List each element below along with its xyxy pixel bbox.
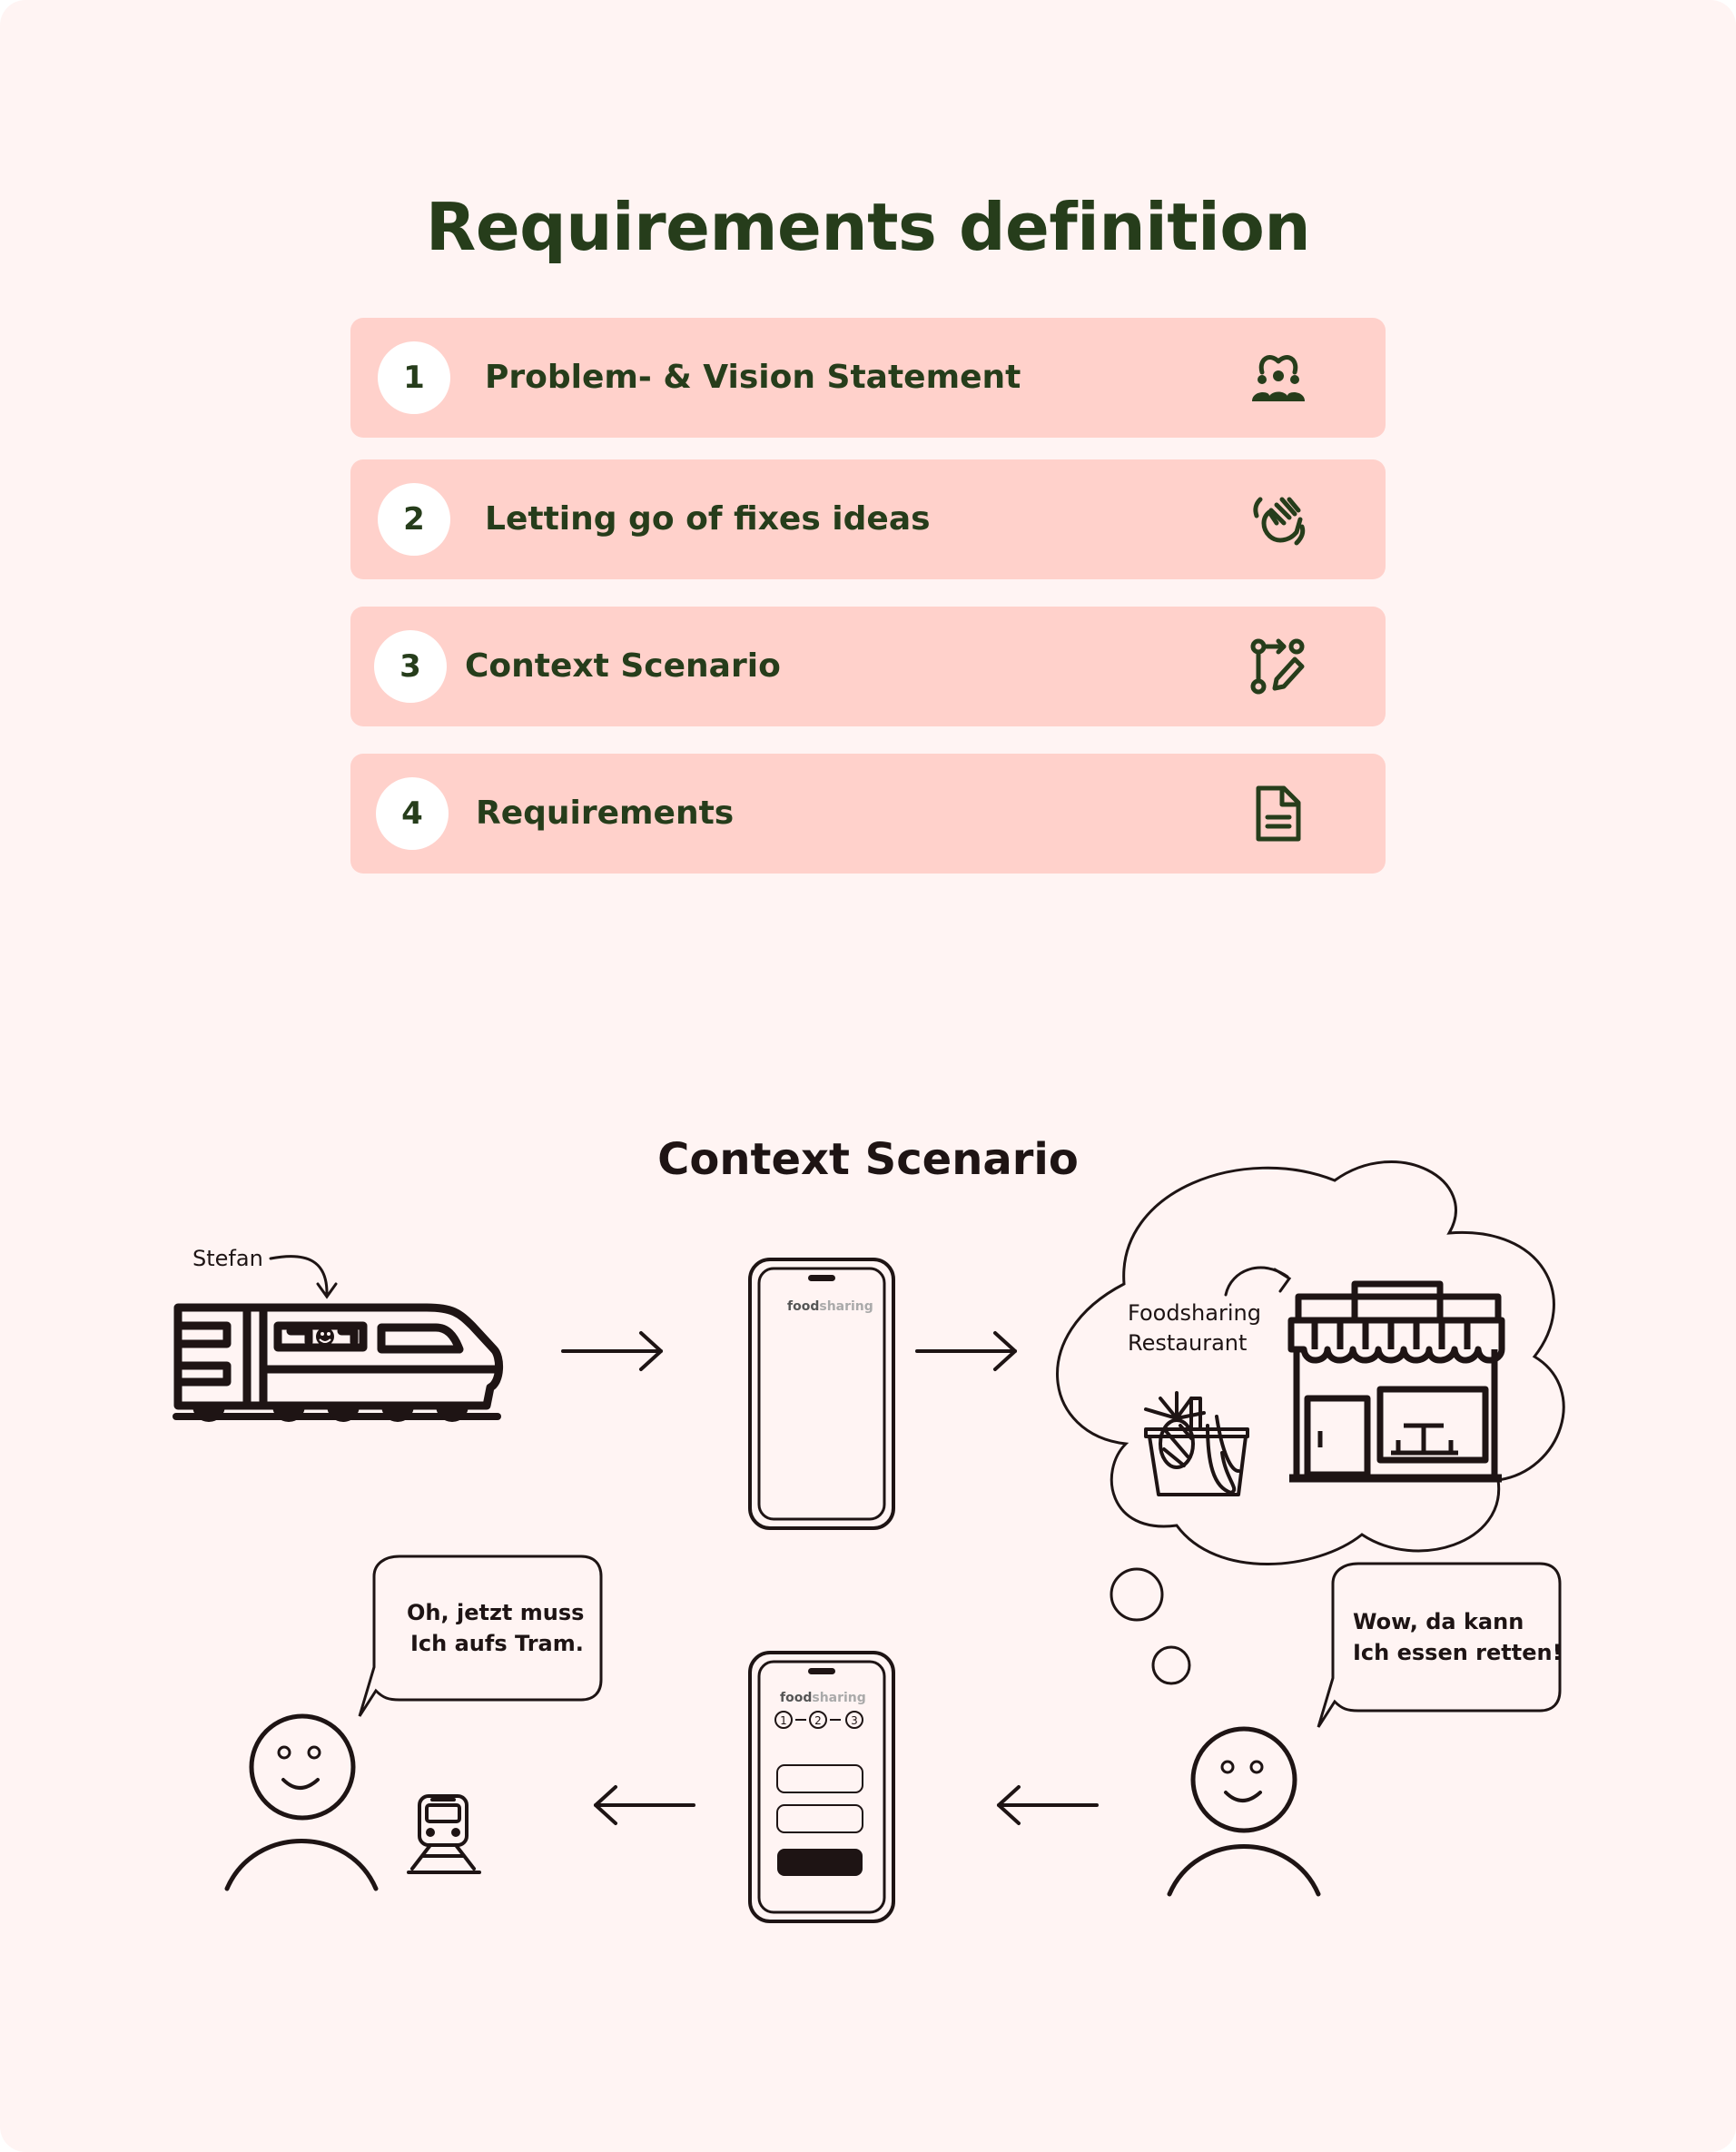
waving-hand-icon <box>1253 497 1306 546</box>
step-label: Problem- & Vision Statement <box>485 359 1021 396</box>
bubble-right-line2: Ich essen retten! <box>1353 1640 1563 1665</box>
phone-mockup-bottom: foodsharing 1 2 3 <box>748 1651 895 1923</box>
step-label: Letting go of fixes ideas <box>485 500 931 538</box>
bubble-left-line1: Oh, jetzt muss <box>407 1600 584 1625</box>
person-label: Stefan <box>192 1246 263 1271</box>
train-wheels <box>192 1406 469 1422</box>
arrow-right-icon <box>561 1331 663 1371</box>
form-field <box>776 1804 863 1833</box>
train-icon <box>173 1303 503 1420</box>
bubble-right-line1: Wow, da kann <box>1353 1609 1524 1634</box>
thought-cloud <box>1056 1160 1565 1685</box>
bubble-left-line2: Ich aufs Tram. <box>410 1631 584 1656</box>
tram-icon <box>407 1794 481 1874</box>
food-basket-icon <box>1144 1391 1249 1496</box>
arrow-left-icon <box>997 1785 1099 1825</box>
step-number-badge: 3 <box>374 630 447 703</box>
speech-bubble-right <box>1317 1562 1562 1728</box>
smiley-face-icon <box>1220 1760 1264 1802</box>
cloud-label-line2: Restaurant <box>1128 1330 1247 1356</box>
step-card-3[interactable]: 3 Context Scenario <box>350 607 1386 726</box>
form-submit-button <box>777 1849 863 1876</box>
svg-text:3: 3 <box>851 1714 858 1727</box>
step-indicator: 1 2 3 <box>774 1711 863 1729</box>
cloud-label-line1: Foodsharing <box>1128 1300 1261 1326</box>
page-title: Requirements definition <box>425 189 1311 265</box>
svg-text:1: 1 <box>780 1714 787 1727</box>
git-branch-edit-icon <box>1250 638 1305 695</box>
scenario-title: Context Scenario <box>657 1134 1079 1185</box>
step-number-badge: 2 <box>378 483 450 556</box>
svg-text:2: 2 <box>814 1714 822 1727</box>
arrow-left-icon <box>594 1785 695 1825</box>
person-right <box>1167 1726 1321 1897</box>
curved-arrow-icon <box>269 1255 338 1299</box>
step-number-badge: 1 <box>378 341 450 414</box>
speech-bubble-left <box>358 1555 603 1717</box>
curved-arrow-icon <box>1224 1266 1292 1297</box>
step-label: Requirements <box>476 795 735 832</box>
phone-mockup-top: foodsharing <box>748 1258 895 1530</box>
app-logo: foodsharing <box>780 1691 866 1705</box>
app-logo: foodsharing <box>787 1299 873 1314</box>
people-group-icon <box>1252 355 1305 401</box>
smiley-face-icon <box>277 1745 321 1790</box>
phone-notch <box>808 1668 835 1674</box>
step-number-badge: 4 <box>376 777 449 850</box>
passenger-face-icon <box>316 1328 334 1346</box>
step-card-2[interactable]: 2 Letting go of fixes ideas <box>350 459 1386 579</box>
step-card-4[interactable]: 4 Requirements <box>350 754 1386 874</box>
phone-notch <box>808 1275 835 1281</box>
step-label: Context Scenario <box>465 647 781 685</box>
restaurant-icon <box>1287 1280 1505 1483</box>
step-card-1[interactable]: 1 Problem- & Vision Statement <box>350 318 1386 438</box>
document-icon <box>1256 785 1301 842</box>
form-field <box>776 1764 863 1793</box>
arrow-right-icon <box>915 1331 1017 1371</box>
person-left <box>224 1713 379 1891</box>
